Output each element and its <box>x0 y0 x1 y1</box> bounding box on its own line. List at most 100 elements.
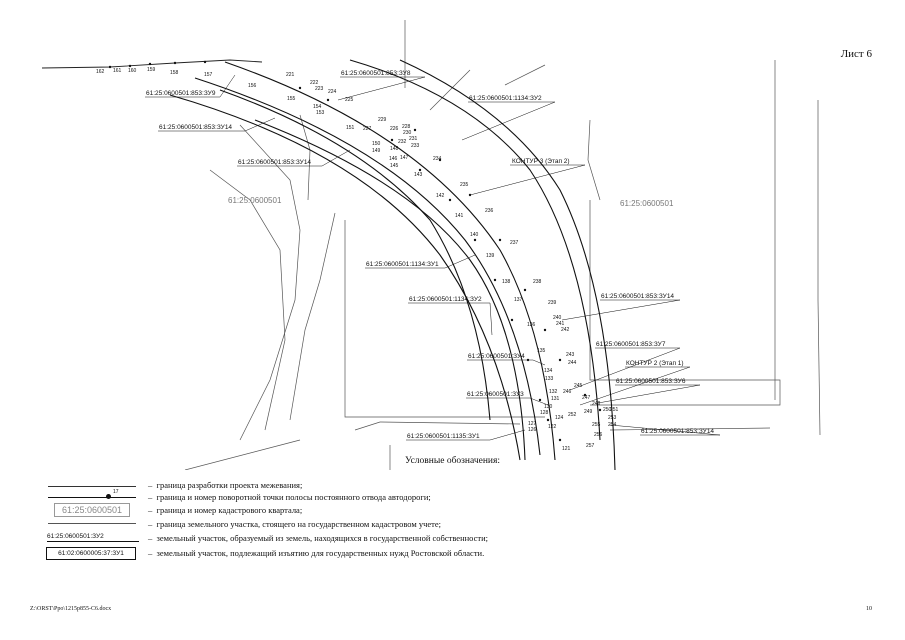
parcel-label: 61:25:0600501:853:ЗУ7 <box>596 341 666 348</box>
point-number: 132 <box>549 389 558 395</box>
point-number: 246 <box>563 389 572 395</box>
point-number: 133 <box>545 376 554 382</box>
point-number: 145 <box>390 163 399 169</box>
parcel-label: 61:25:0600501:853:ЗУ14 <box>601 293 674 300</box>
parcel-label: 61:25:0600501:1135:ЗУ1 <box>407 433 480 440</box>
point-number: 225 <box>345 97 354 103</box>
point-number: 153 <box>316 110 325 116</box>
sheet-label: Лист 6 <box>840 48 872 60</box>
point-number: 135 <box>537 348 546 354</box>
point-number: 122 <box>548 424 557 430</box>
legend-text: граница и номер кадастрового квартала; <box>156 505 303 515</box>
point-number: 128 <box>540 410 549 416</box>
point-number: 134 <box>544 368 553 374</box>
contour-label: КОНТУР 2 (Этап 1) <box>626 360 684 367</box>
legend-text: граница и номер поворотной точки полосы … <box>156 492 431 502</box>
point-number: 228 <box>402 124 411 130</box>
point-number: 121 <box>562 446 571 452</box>
point-number: 248 <box>592 401 601 407</box>
point-number: 227 <box>363 126 372 132</box>
cadastral-map: 61:25:0600501 61:25:0600501 61:25:060050… <box>41 20 821 470</box>
point-number: 124 <box>555 415 564 421</box>
point-number: 141 <box>455 213 464 219</box>
point-number: 252 <box>568 412 577 418</box>
point-number: 127 <box>528 421 537 427</box>
legend-dash: – <box>148 480 153 490</box>
point-number: 247 <box>582 395 591 401</box>
point-number: 224 <box>328 89 337 95</box>
point-number: 226 <box>390 126 399 132</box>
parcel-label: 61:25:0600501:853:ЗУ9 <box>146 90 216 97</box>
point-number: 131 <box>551 396 560 402</box>
point-number: 150 <box>372 141 381 147</box>
boundary-lines <box>184 20 821 470</box>
point-number: 222 <box>310 80 319 86</box>
parcel-label: 61:25:0600501:853:ЗУ14 <box>159 124 232 131</box>
legend-text: граница разработки проекта межевания; <box>156 480 303 490</box>
point-number: 130 <box>544 404 553 410</box>
quarter-label-left: 61:25:0600501 <box>228 196 282 205</box>
legend-text: земельный участок, образуемый из земель,… <box>156 533 489 543</box>
legend-sample-quarter: 61:25:0600501 <box>54 503 130 517</box>
point-number: 162 <box>96 69 105 75</box>
point-number: 234 <box>433 156 442 162</box>
point-number: 146 <box>389 156 398 162</box>
turning-points <box>108 60 602 442</box>
point-number: 154 <box>313 104 322 110</box>
point-number: 238 <box>533 279 542 285</box>
point-number: 257 <box>586 443 595 449</box>
point-number: 158 <box>170 70 179 76</box>
point-number: 253 <box>608 415 617 421</box>
contour-label: КОНТУР 3 (Этап 2) <box>512 158 570 165</box>
point-number: 231 <box>409 136 418 142</box>
point-number: 223 <box>315 86 324 92</box>
point-number: 155 <box>287 96 296 102</box>
legend-item: – граница земельного участка, стоящего н… <box>148 519 441 529</box>
legend-item: – граница и номер кадастрового квартала; <box>148 505 302 515</box>
point-number: 256 <box>594 432 603 438</box>
point-number: 233 <box>411 143 420 149</box>
point-number: 251 <box>610 407 619 413</box>
point-number: 229 <box>378 117 387 123</box>
point-number: 143 <box>414 172 423 178</box>
point-number: 149 <box>372 148 381 154</box>
point-number: 137 <box>514 297 523 303</box>
parcel-label: 61:25:0600501:853:ЗУ14 <box>641 428 714 435</box>
point-number: 221 <box>286 72 295 78</box>
point-number: 140 <box>470 232 479 238</box>
point-number: 147 <box>400 155 409 161</box>
legend-point-dot <box>106 494 111 499</box>
point-number: 242 <box>561 327 570 333</box>
parcel-label: 61:25:0600501:1134:ЗУ1 <box>366 261 439 268</box>
footer-page-number: 10 <box>866 606 872 612</box>
legend-title: Условные обозначения: <box>405 456 501 466</box>
point-number: 255 <box>592 422 601 428</box>
legend-item: – земельный участок, образуемый из земел… <box>148 533 488 543</box>
quarter-label-right: 61:25:0600501 <box>620 199 674 208</box>
point-number: 160 <box>128 68 137 74</box>
parcel-label: 61:25:0600501:ЗУ4 <box>468 353 525 360</box>
point-number: 142 <box>436 193 445 199</box>
parcel-label: 61:25:0600501:853:ЗУ14 <box>238 159 311 166</box>
point-number: 254 <box>608 422 617 428</box>
point-number: 151 <box>346 125 355 131</box>
point-number: 239 <box>548 300 557 306</box>
point-number: 139 <box>486 253 495 259</box>
parcel-label: 61:25:0600501:1134:ЗУ2 <box>469 95 542 102</box>
point-number: 138 <box>502 279 511 285</box>
legend-item: – граница разработки проекта межевания; <box>148 480 302 490</box>
legend-dash: – <box>148 548 153 558</box>
point-number: 161 <box>113 68 122 74</box>
footer-file-path: Z:\ORST\Ppo\1215p855-С6.docx <box>30 606 112 612</box>
legend-text: земельный участок, подлежащий изъятию дл… <box>156 548 485 558</box>
point-number: 250 <box>603 407 612 413</box>
point-number: 136 <box>527 322 536 328</box>
point-number: 232 <box>398 139 407 145</box>
point-number: 244 <box>568 360 577 366</box>
legend-sample-seized-parcel: 61:02:0600005:37:ЗУ1 <box>46 547 136 560</box>
legend-dash: – <box>148 492 153 502</box>
point-number: 126 <box>528 427 537 433</box>
point-number: 230 <box>403 130 412 136</box>
point-numbers: 162 161 160 159 158 157 156 155 154 153 … <box>96 67 619 452</box>
parcel-label: 61:25:0600501:1134:ЗУ2 <box>409 296 482 303</box>
